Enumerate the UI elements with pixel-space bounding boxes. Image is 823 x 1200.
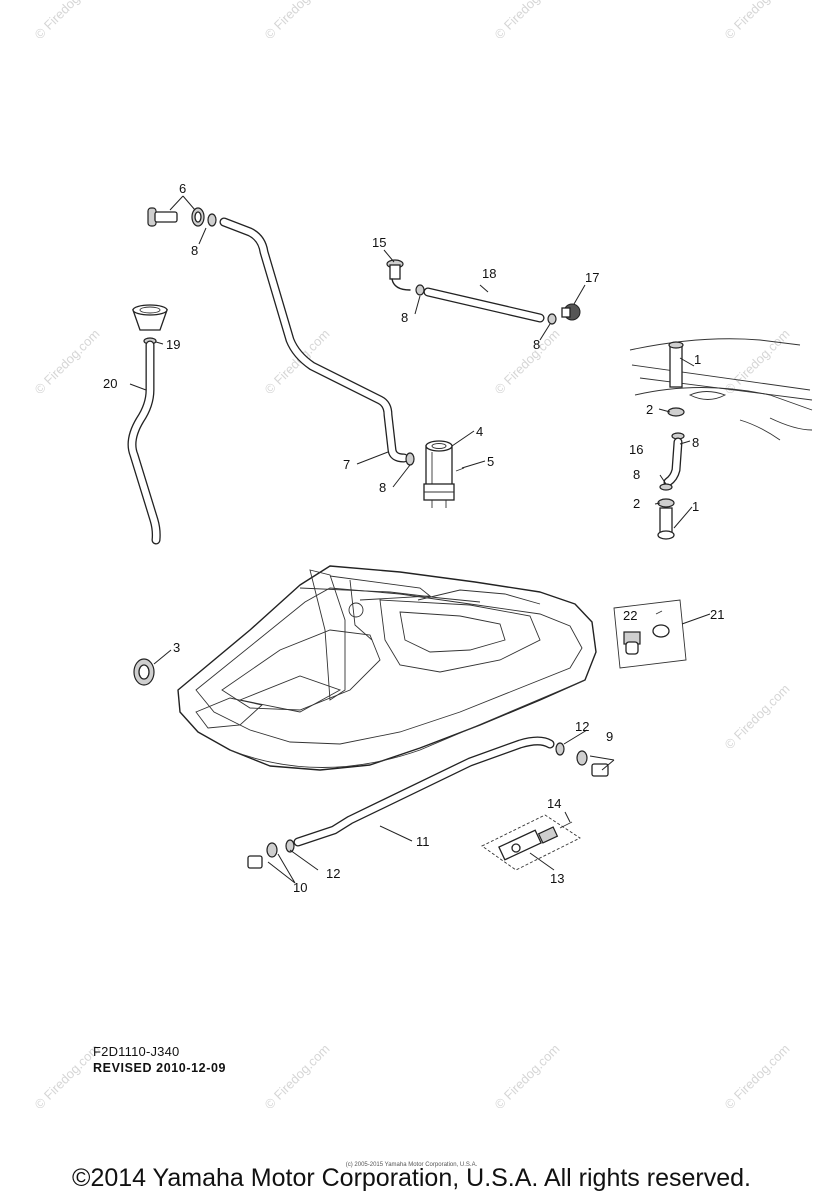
watermark: © Firedog.com — [32, 326, 103, 397]
callout-21: 21 — [710, 607, 724, 622]
callout-12: 12 — [575, 719, 589, 734]
drain-plug-kit — [613, 599, 687, 669]
watermark: © Firedog.com — [722, 1041, 793, 1112]
fitting-6 — [147, 207, 217, 227]
hose-11 — [247, 736, 609, 869]
vent-assembly — [386, 259, 581, 325]
fitting-3 — [133, 658, 155, 686]
callout-8: 8 — [191, 243, 198, 258]
callout-3: 3 — [173, 640, 180, 655]
callout-2: 2 — [646, 402, 653, 417]
watermark: © Firedog.com — [492, 0, 563, 42]
diagram-code: F2D1110-J340 — [93, 1044, 180, 1059]
callout-labels: 6 8 15 18 17 8 8 19 20 1 2 16 8 8 2 1 4 … — [103, 181, 724, 895]
callout-5: 5 — [487, 454, 494, 469]
callout-10: 10 — [293, 880, 307, 895]
callout-1: 1 — [692, 499, 699, 514]
filter-4 — [423, 440, 465, 508]
watermark: © Firedog.com — [262, 1041, 333, 1112]
leader-lines — [129, 195, 711, 884]
callout-8: 8 — [692, 435, 699, 450]
callout-22: 22 — [623, 608, 637, 623]
hose-20 — [127, 304, 168, 545]
callout-13: 13 — [550, 871, 564, 886]
callout-1: 1 — [694, 352, 701, 367]
watermark: © Firedog.com — [262, 0, 333, 42]
watermark: © Firedog.com — [492, 1041, 563, 1112]
callout-15: 15 — [372, 235, 386, 250]
watermark: © Firedog.com — [492, 326, 563, 397]
revised-date: REVISED 2010-12-09 — [93, 1061, 227, 1075]
watermark: © Firedog.com — [32, 0, 103, 42]
callout-9: 9 — [606, 729, 613, 744]
callout-14: 14 — [547, 796, 561, 811]
callout-12: 12 — [326, 866, 340, 881]
callout-17: 17 — [585, 270, 599, 285]
callout-18: 18 — [482, 266, 496, 281]
small-copyright: (c) 2005-2015 Yamaha Motor Corporation, … — [345, 1162, 478, 1168]
callout-8: 8 — [401, 310, 408, 325]
copyright-notice: ©2014 Yamaha Motor Corporation, U.S.A. A… — [72, 1164, 751, 1192]
callout-11: 11 — [416, 834, 430, 849]
callout-8: 8 — [633, 467, 640, 482]
watermark: © Firedog.com — [32, 1041, 103, 1112]
boat-hull — [177, 565, 597, 771]
drain-bracket-13 — [481, 814, 581, 871]
callout-7: 7 — [343, 457, 350, 472]
deck-detail — [629, 338, 813, 540]
callout-16: 16 — [629, 442, 643, 457]
callout-20: 20 — [103, 376, 117, 391]
callout-19: 19 — [166, 337, 180, 352]
callout-8: 8 — [533, 337, 540, 352]
watermark: © Firedog.com — [262, 326, 333, 397]
watermark-group: © Firedog.com © Firedog.com © Firedog.co… — [32, 0, 793, 1112]
callout-4: 4 — [476, 424, 483, 439]
callout-8: 8 — [379, 480, 386, 495]
watermark: © Firedog.com — [722, 681, 793, 752]
watermark: © Firedog.com — [722, 0, 793, 42]
callout-6: 6 — [179, 181, 186, 196]
callout-2: 2 — [633, 496, 640, 511]
